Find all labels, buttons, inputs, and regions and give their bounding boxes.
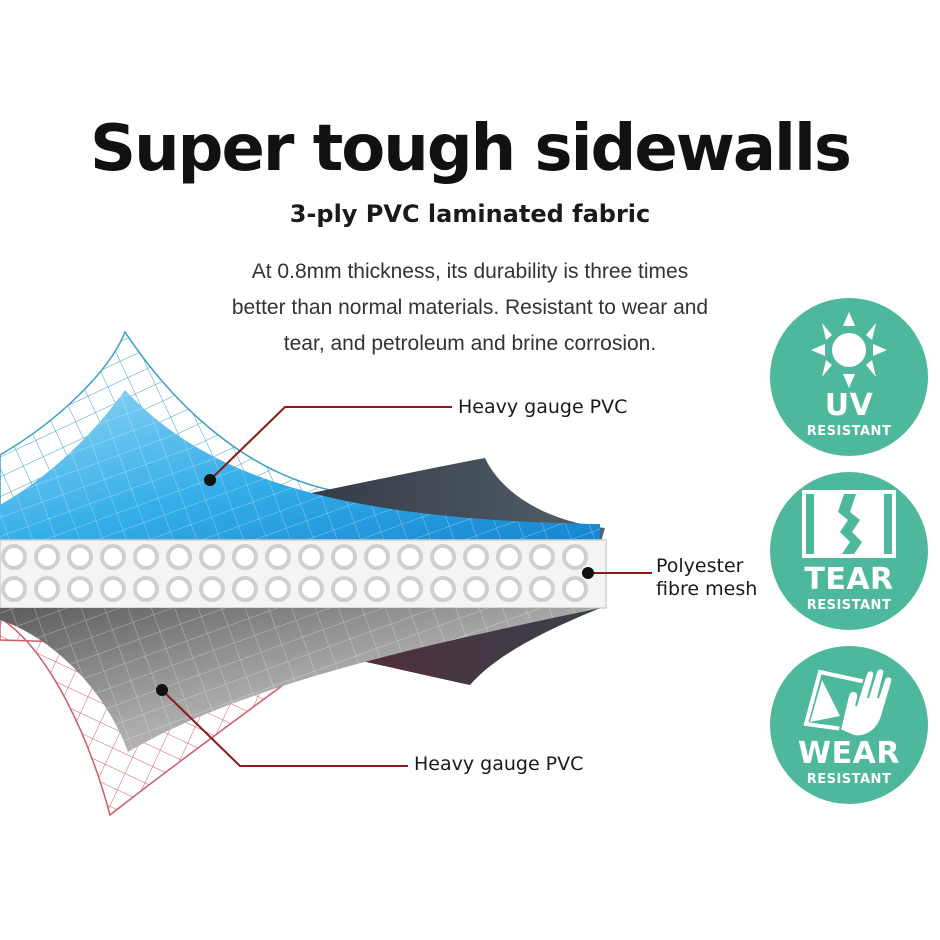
mesh-circle [463,544,489,570]
mesh-circle [529,576,555,602]
mesh-circle [265,544,291,570]
badge-subtitle: RESISTANT [806,424,892,439]
mesh-circle [430,544,456,570]
leader-line-bottom [161,689,408,767]
mesh-circle [496,544,522,570]
badge-subtitle: RESISTANT [806,772,892,787]
hand-wipe-icon [803,667,894,738]
tear-resistant-badge: TEAR RESISTANT [770,472,928,630]
mesh-circle [199,544,225,570]
description-line: At 0.8mm thickness, its durability is th… [251,260,689,283]
top-layer-label: Heavy gauge PVC [458,396,628,418]
mesh-circle [100,576,126,602]
mesh-circle [232,576,258,602]
middle-layer-label-line: Polyester [656,555,744,577]
leader-dot-middle [582,567,594,579]
wear-resistant-badge: WEAR RESISTANT [770,646,928,804]
mesh-circle [199,576,225,602]
middle-layer-label-line: fibre mesh [656,578,758,600]
leader-dot-top [204,474,216,486]
mesh-circle [331,544,357,570]
fabric-layers-illustration [0,330,652,817]
page-title: Super tough sidewalls [89,112,852,186]
mesh-circle [529,544,555,570]
badge-subtitle: RESISTANT [806,598,892,613]
mesh-circle [232,544,258,570]
page-subtitle: 3-ply PVC laminated fabric [289,200,651,228]
mesh-circle [67,576,93,602]
mesh-circle [397,544,423,570]
badge-title: WEAR [798,736,900,771]
description: At 0.8mm thickness, its durability is th… [215,254,725,362]
mesh-circle [298,576,324,602]
mesh-circle [463,576,489,602]
leader-line-top [209,406,452,481]
mesh-circle [133,576,159,602]
mesh-circle [562,576,588,602]
mesh-circle [100,544,126,570]
mesh-circle [166,544,192,570]
mesh-circle [34,544,60,570]
mesh-circle [1,544,27,570]
mesh-circle [364,544,390,570]
mesh-circle [265,576,291,602]
bottom-layer-label: Heavy gauge PVC [414,753,584,775]
mesh-circle [1,576,27,602]
mesh-circles [1,544,588,602]
leader-dot-bottom [156,684,168,696]
mesh-circle [430,576,456,602]
mesh-circle [166,576,192,602]
description-line: tear, and petroleum and brine corrosion. [283,332,657,355]
mesh-circle [364,576,390,602]
middle-layer-label: Polyester fibre mesh [656,555,757,601]
mesh-circle [331,576,357,602]
mesh-circle [397,576,423,602]
badge-title: UV [824,388,874,423]
mesh-circle [496,576,522,602]
mesh-circle [67,544,93,570]
mesh-circle [133,544,159,570]
mesh-circle [298,544,324,570]
tear-icon [802,490,896,558]
mesh-circle [34,576,60,602]
badge-title: TEAR [804,562,894,597]
mesh-circle [562,544,588,570]
uv-resistant-badge: UV RESISTANT [770,298,928,456]
sun-icon [811,312,887,388]
description-line: better than normal materials. Resistant … [231,296,709,319]
